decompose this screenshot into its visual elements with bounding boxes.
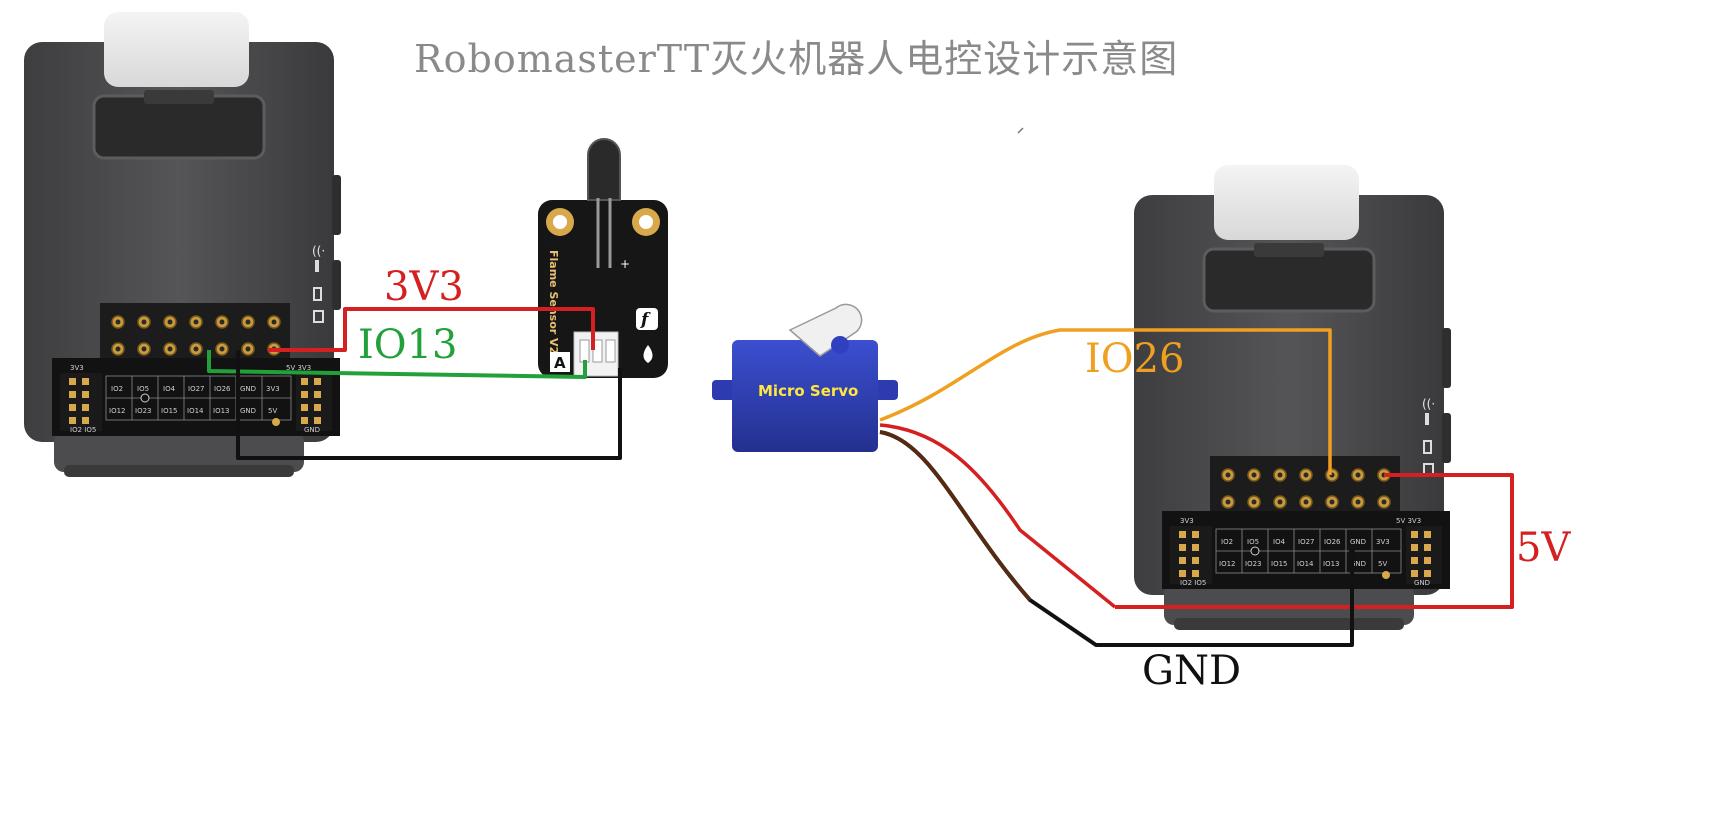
- pin-label: IO12: [1219, 560, 1235, 568]
- pin-label: IO27: [188, 385, 204, 393]
- wire-3v3: [268, 307, 595, 352]
- pin-label: 5V: [1378, 560, 1387, 568]
- board-label-bottom-right: GND: [304, 426, 320, 434]
- board-label-top-left: 3V3: [1180, 517, 1194, 525]
- label-gnd: GND: [1142, 648, 1242, 694]
- pin-label: GND: [1350, 538, 1366, 546]
- sensor-name-text: Flame Sensor V2: [547, 250, 560, 354]
- wiring-right: [879, 328, 1514, 647]
- tt-controller-right: 3V3 5V 3V3 IO2 IO5 IO4 IO27 IO26 GND 3V3…: [1132, 163, 1453, 632]
- pin-label: GND: [1350, 560, 1366, 568]
- pin-label: IO5: [137, 385, 149, 393]
- pin-label: IO14: [187, 407, 204, 415]
- pin-label: IO23: [135, 407, 151, 415]
- board-row2-labels: IO12 IO23 IO15 IO14 IO13 GND 5V: [1219, 560, 1387, 568]
- board-row1-labels: IO2 IO5 IO4 IO27 IO26 GND 3V3: [111, 385, 280, 393]
- pin-label: GND: [240, 407, 256, 415]
- wire-5v: [1115, 473, 1514, 609]
- micro-servo: Micro Servo: [712, 303, 898, 452]
- pin-label: 5V: [268, 407, 277, 415]
- wire-gnd-left: [236, 350, 622, 460]
- pin-label: IO5: [1247, 538, 1259, 546]
- diagram-title: RobomasterTT灭火机器人电控设计示意图: [414, 37, 1179, 81]
- pin-label: 3V3: [266, 385, 280, 393]
- sensor-pin-a-label: A: [554, 354, 566, 372]
- board-row2-labels: IO12 IO23 IO15 IO14 IO13 GND 5V: [109, 407, 277, 415]
- pin-label: IO13: [1323, 560, 1339, 568]
- wire-servo-power: [879, 423, 1117, 609]
- wire-io13: [207, 350, 587, 379]
- pin-label: IO12: [109, 407, 125, 415]
- label-3v3: 3V3: [384, 264, 464, 310]
- pin-label: IO4: [1273, 538, 1286, 546]
- pin-label: IO26: [1324, 538, 1341, 546]
- tt-controller-left: 3V3 5V 3V3 IO2 IO5 IO4 IO27 IO26 GND 3V3…: [22, 10, 343, 479]
- servo-label: Micro Servo: [758, 382, 858, 400]
- board-label-top-right: 5V 3V3: [1396, 517, 1421, 525]
- wire-io26-signal: [879, 328, 1332, 475]
- board-label-bottom-right: GND: [1414, 579, 1430, 587]
- pin-label: 3V3: [1376, 538, 1390, 546]
- board-label-bottom-left: IO2 IO5: [1180, 579, 1206, 587]
- flame-icon: [643, 345, 653, 363]
- svg-text:+: +: [620, 257, 630, 271]
- pin-label: IO14: [1297, 560, 1314, 568]
- label-io13: IO13: [358, 322, 458, 368]
- board-label-top-left: 3V3: [70, 364, 84, 372]
- stray-mark: [1017, 127, 1024, 134]
- brand-logo: f: [640, 310, 651, 330]
- pin-label: IO27: [1298, 538, 1314, 546]
- servo-horn: [788, 303, 863, 357]
- pin-label: IO15: [1271, 560, 1287, 568]
- pin-label: IO13: [213, 407, 229, 415]
- pin-label: GND: [240, 385, 256, 393]
- pin-label: IO2: [111, 385, 123, 393]
- pin-label: IO23: [1245, 560, 1261, 568]
- wiring-left: [207, 307, 622, 460]
- pin-label: IO26: [214, 385, 231, 393]
- flame-sensor-module: + Flame Sensor V2 A f: [538, 138, 668, 378]
- pin-label: IO2: [1221, 538, 1233, 546]
- board-label-bottom-left: IO2 IO5: [70, 426, 96, 434]
- pin-label: IO15: [161, 407, 177, 415]
- pin-label: IO4: [163, 385, 176, 393]
- label-5v: 5V: [1516, 525, 1571, 571]
- board-row1-labels: IO2 IO5 IO4 IO27 IO26 GND 3V3: [1221, 538, 1390, 546]
- board-label-top-right: 5V 3V3: [286, 364, 311, 372]
- label-io26: IO26: [1085, 336, 1185, 382]
